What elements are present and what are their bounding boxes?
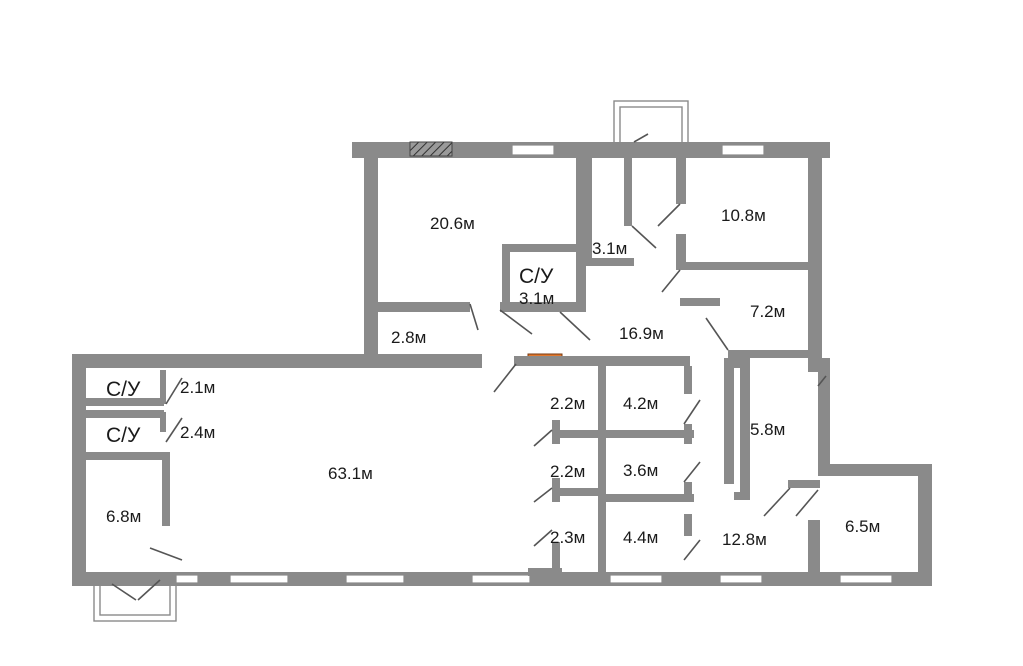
room-label-6-8: 6.8м: [106, 507, 141, 526]
room-label-16-9: 16.9м: [619, 324, 664, 343]
room-label-3-6: 3.6м: [623, 461, 658, 480]
room-label-cu-b: С/У: [106, 378, 141, 401]
room-label-20-6: 20.6м: [430, 214, 475, 233]
room-label-4-4: 4.4м: [623, 528, 658, 547]
interior-walls: [86, 142, 820, 578]
room-label-2-3: 2.3м: [550, 528, 585, 547]
room-label-2-1: 2.1м: [180, 378, 215, 397]
room-label-2-2a: 2.2м: [550, 394, 585, 413]
room-label-cu-c: С/У: [106, 424, 141, 447]
windows: [175, 144, 893, 584]
room-label-4-2: 4.2м: [623, 394, 658, 413]
room-label-2-4: 2.4м: [180, 423, 215, 442]
room-label-cu-a: С/У: [519, 265, 554, 288]
room-label-3-1b: 3.1м: [519, 289, 554, 308]
room-label-63-1: 63.1м: [328, 464, 373, 483]
balcony-top: [613, 100, 689, 144]
exterior-walls: [72, 142, 932, 586]
room-label-6-5: 6.5м: [845, 517, 880, 536]
room-label-2-8: 2.8м: [391, 328, 426, 347]
room-label-12-8: 12.8м: [722, 530, 767, 549]
room-label-10-8: 10.8м: [721, 206, 766, 225]
room-label-3-1a: 3.1м: [592, 239, 627, 258]
room-labels: 20.6м 3.1м С/У 3.1м 10.8м 7.2м 2.8м 16.9…: [106, 206, 880, 549]
balcony-bottom: [93, 582, 177, 622]
ventilation-shaft: [409, 141, 453, 157]
door-swings: [111, 133, 827, 601]
room-label-5-8: 5.8м: [750, 420, 785, 439]
room-label-2-2b: 2.2м: [550, 462, 585, 481]
room-label-7-2: 7.2м: [750, 302, 785, 321]
